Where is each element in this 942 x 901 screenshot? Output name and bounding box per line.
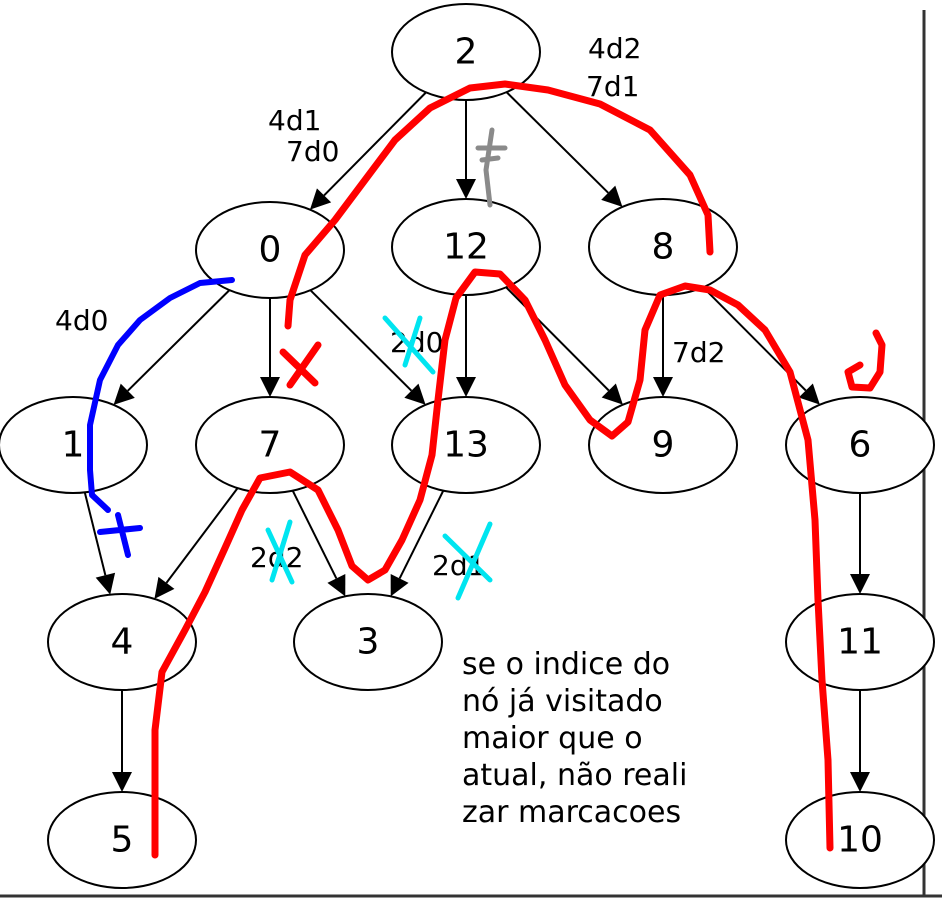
node-ellipse-1 xyxy=(0,396,148,494)
edge-0-to-1 xyxy=(127,289,231,392)
node-ellipse-12 xyxy=(391,198,541,296)
node-label-3: 3 xyxy=(357,622,380,663)
red-x-mark xyxy=(279,341,322,389)
graph-node-8: 8 xyxy=(588,198,738,296)
annotation-node2-bottom: 7d1 xyxy=(586,70,639,103)
edge-12-to-9 xyxy=(505,286,610,392)
arrowhead-0-to-1 xyxy=(113,383,135,405)
graph-node-6: 6 xyxy=(785,396,935,494)
cyan-x-mark-node3-right xyxy=(442,521,493,601)
note-line-3: maior que o xyxy=(462,721,643,756)
node-label-6: 6 xyxy=(849,425,872,466)
blue-x-mark xyxy=(97,512,143,558)
node-label-0: 0 xyxy=(259,230,282,271)
arrowhead-8-to-9 xyxy=(653,377,673,397)
graph-node-10: 10 xyxy=(785,791,935,889)
node-label-2: 2 xyxy=(455,32,478,73)
node-label-13: 13 xyxy=(443,425,489,466)
arrowhead-11-to-10 xyxy=(850,772,870,792)
graph-node-5: 5 xyxy=(47,791,197,889)
node-label-4: 4 xyxy=(111,622,134,663)
annotation-node0-top: 4d1 xyxy=(268,104,321,137)
arrowhead-2-to-0 xyxy=(309,188,332,210)
node-ellipse-10 xyxy=(785,791,935,889)
gray-dagger-mark xyxy=(475,127,508,208)
node-label-1: 1 xyxy=(62,425,85,466)
arrowhead-12-to-9 xyxy=(601,383,623,405)
annotation-node1: 4d0 xyxy=(55,304,108,337)
arrowhead-13-to-3 xyxy=(390,573,409,597)
arrowhead-0-to-13 xyxy=(404,383,426,405)
node-label-7: 7 xyxy=(259,425,282,466)
node-ellipse-6 xyxy=(785,396,935,494)
node-ellipse-4 xyxy=(47,593,197,691)
cyan-x-mark-node13 xyxy=(382,315,436,375)
graph-node-9: 9 xyxy=(588,396,738,494)
red-j-mark xyxy=(844,329,886,392)
arrowhead-7-to-4 xyxy=(154,576,175,599)
arrowhead-12-to-13 xyxy=(456,377,476,397)
note-text: se o indice do nó já visitado maior que … xyxy=(462,647,687,830)
red-traversal-path xyxy=(284,80,714,330)
note-line-4: atual, não reali xyxy=(462,758,687,793)
edge-7-to-4 xyxy=(165,487,239,584)
note-line-1: se o indice do xyxy=(462,647,670,682)
arrowhead-2-to-8 xyxy=(601,185,623,207)
annotation-node0-bottom: 7d0 xyxy=(286,135,339,168)
node-label-10: 10 xyxy=(837,820,883,861)
graph-node-3: 3 xyxy=(293,593,443,691)
arrowhead-0-to-7 xyxy=(260,377,280,397)
arrowhead-8-to-6 xyxy=(798,383,820,405)
node-ellipse-7 xyxy=(195,396,345,494)
graph-node-0: 0 xyxy=(195,201,345,299)
graph-node-12: 12 xyxy=(391,198,541,296)
edge-2-to-8 xyxy=(505,91,609,194)
cyan-x-mark-node3-left xyxy=(265,519,295,585)
hand-drawn-marks xyxy=(87,80,886,859)
node-ellipse-0 xyxy=(195,201,345,299)
graph-node-1: 1 xyxy=(0,396,148,494)
graph-node-13: 13 xyxy=(391,396,541,494)
note-line-5: zar marcacoes xyxy=(462,795,681,830)
arrowhead-1-to-4 xyxy=(95,572,116,595)
arrowhead-6-to-11 xyxy=(850,574,870,594)
node-label-11: 11 xyxy=(837,622,883,663)
graph-node-2: 2 xyxy=(391,3,541,101)
edge-13-to-3 xyxy=(398,490,445,579)
node-ellipse-3 xyxy=(293,593,443,691)
node-ellipse-5 xyxy=(47,791,197,889)
blue-traversal-path xyxy=(87,277,235,513)
arrowhead-4-to-5 xyxy=(112,772,132,792)
annotation-node2-top: 4d2 xyxy=(588,32,641,65)
node-label-8: 8 xyxy=(652,227,675,268)
edges xyxy=(83,91,870,792)
arrowhead-7-to-3 xyxy=(327,573,346,597)
edge-1-to-4 xyxy=(83,492,107,576)
graph-node-7: 7 xyxy=(195,396,345,494)
note-line-2: nó já visitado xyxy=(462,684,663,719)
node-label-12: 12 xyxy=(443,227,489,268)
edge-7-to-3 xyxy=(291,490,338,579)
edge-2-to-0 xyxy=(323,91,427,197)
red-traversal-path-long xyxy=(151,268,834,859)
graph-node-4: 4 xyxy=(47,593,197,691)
annotation-node9: 7d2 xyxy=(672,336,725,369)
node-label-9: 9 xyxy=(652,425,675,466)
edge-0-to-13 xyxy=(309,289,413,392)
node-label-5: 5 xyxy=(111,820,134,861)
arrowhead-2-to-12 xyxy=(456,179,476,199)
node-ellipse-2 xyxy=(391,3,541,101)
graph-node-11: 11 xyxy=(785,593,935,691)
